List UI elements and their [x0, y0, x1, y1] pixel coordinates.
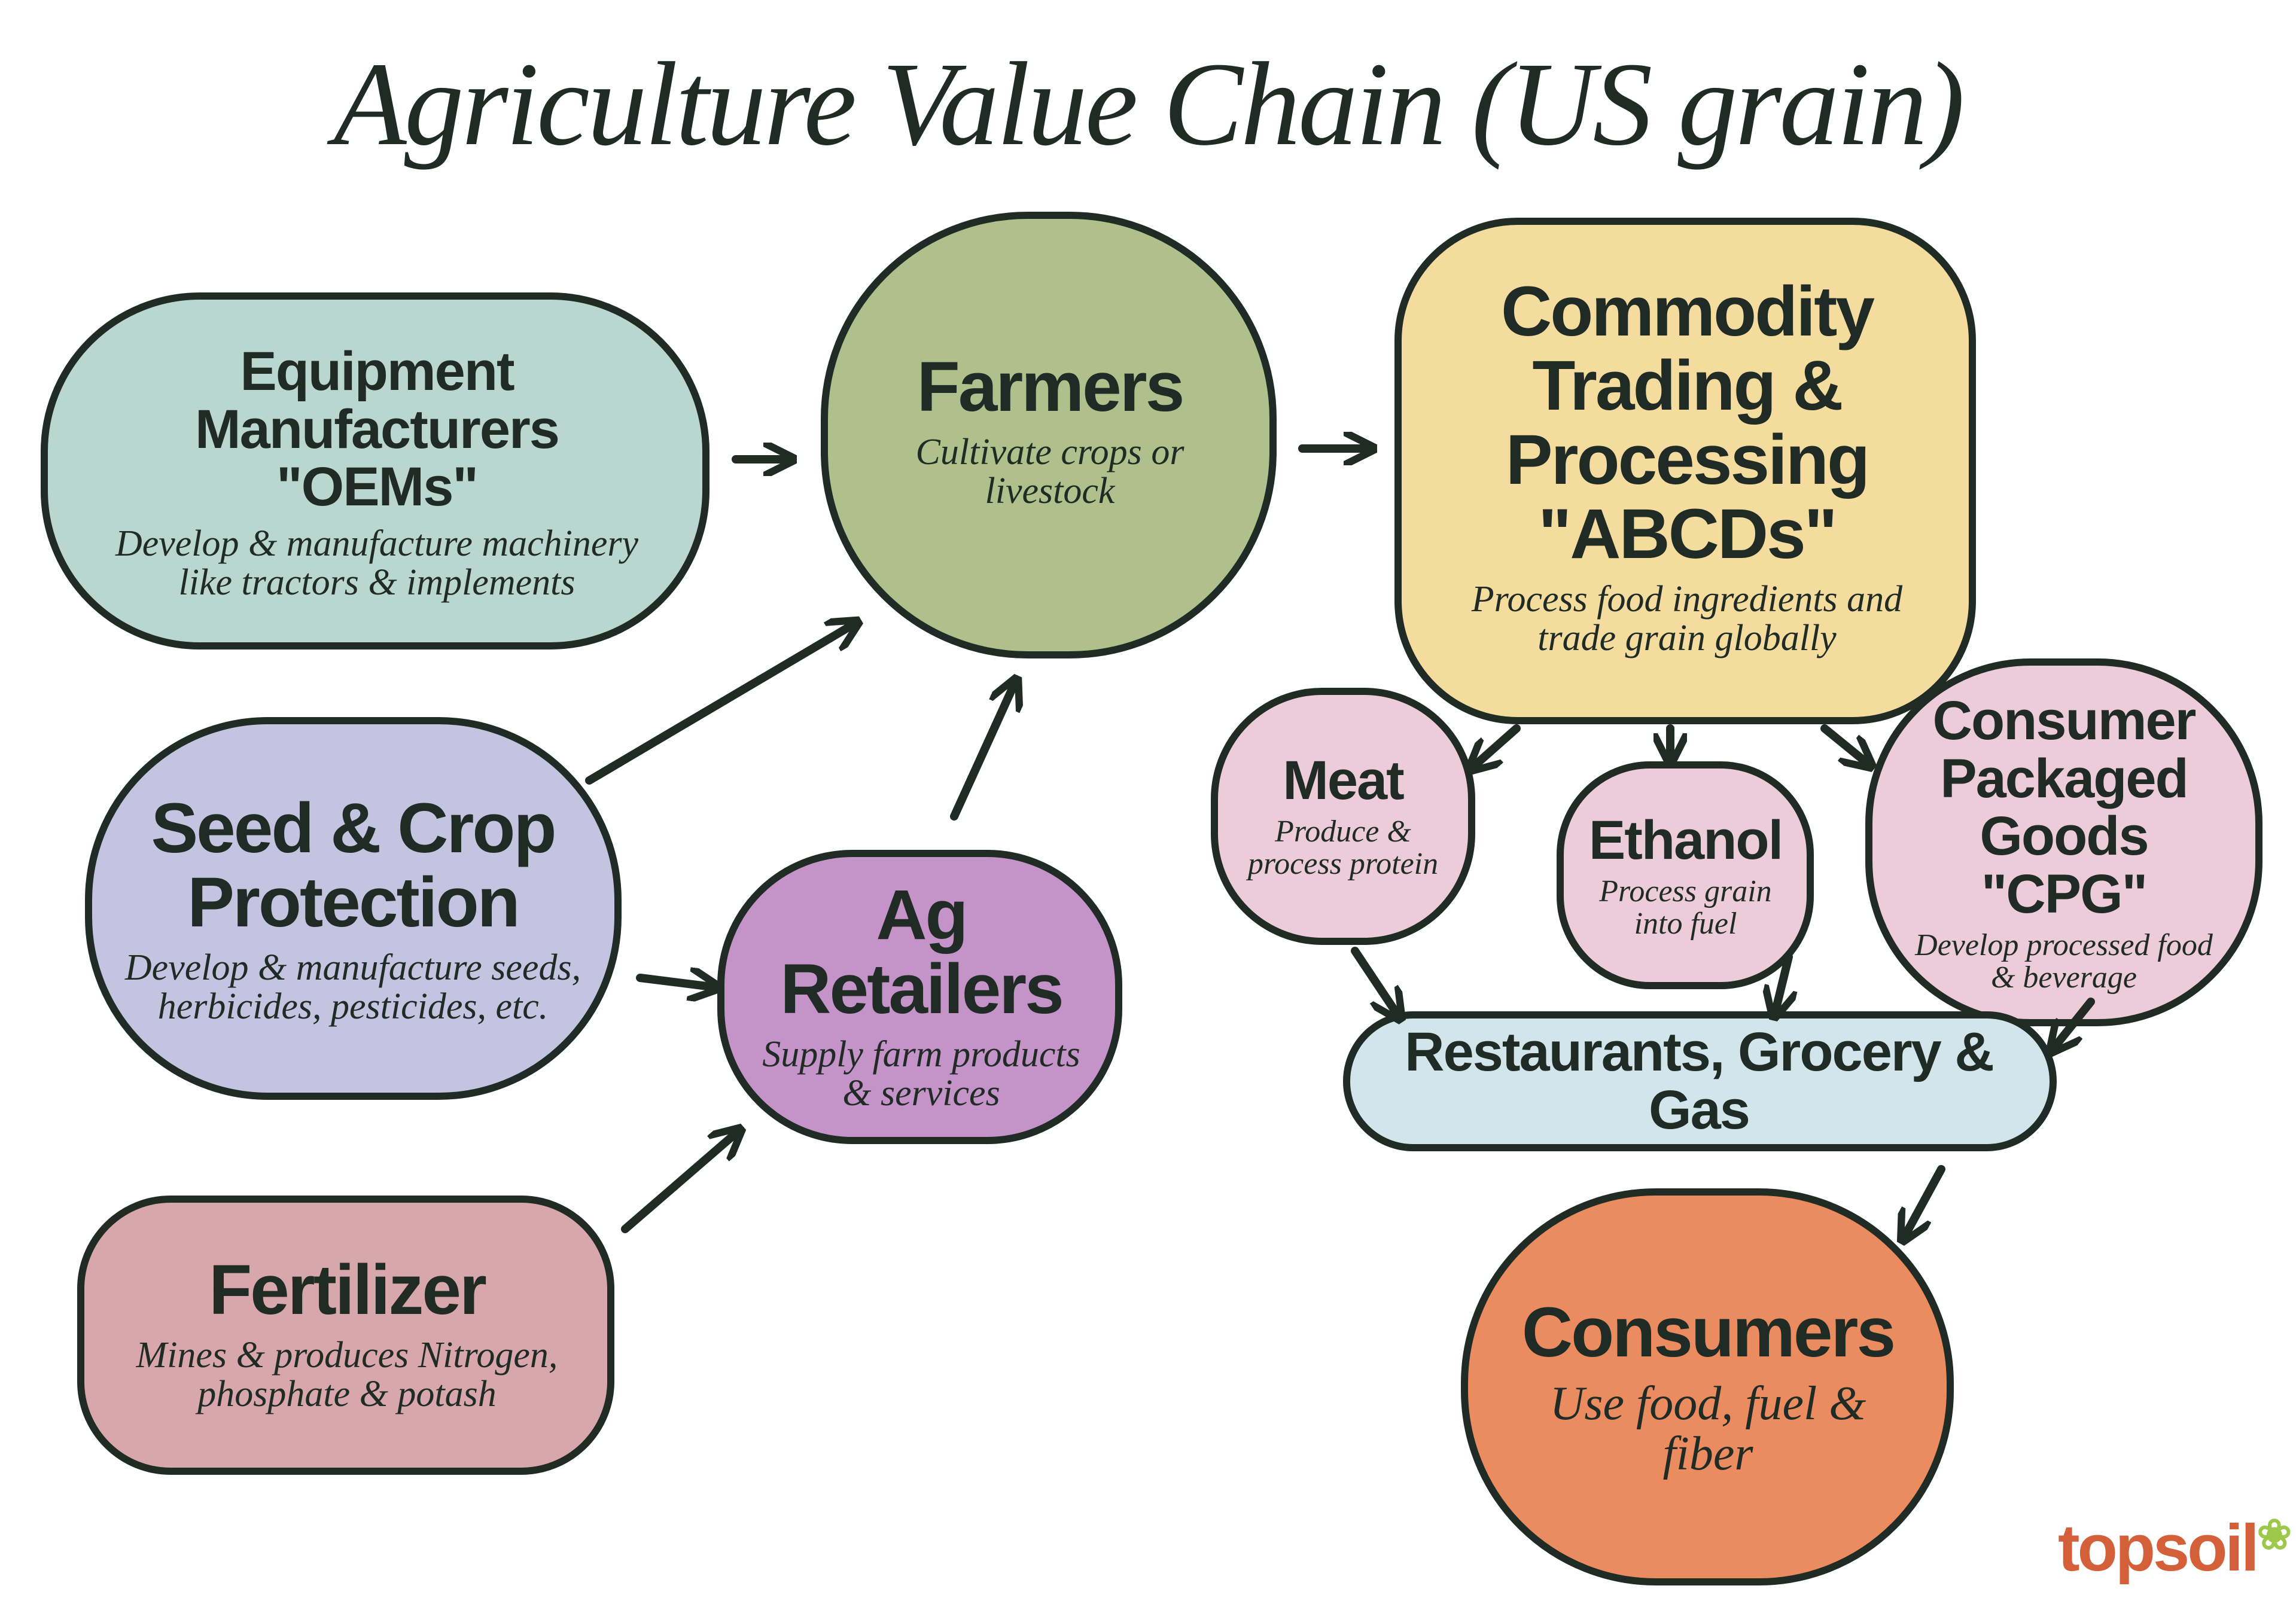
node-equipment: Equipment Manufacturers "OEMs" Develop &… [72, 311, 682, 634]
node-description: Supply farm products & services [762, 1033, 1080, 1114]
node-meat-shape [1211, 688, 1475, 945]
arrow-fertilizer-to-agretailers [621, 1133, 736, 1233]
node-subtitle: "OEMs" [276, 456, 479, 518]
node-fertilizer: Fertilizer Mines & produces Nitrogen, ph… [102, 1208, 592, 1459]
node-equipment-shape [41, 292, 709, 649]
node-title: Commodity Trading & Processing [1501, 272, 1875, 499]
node-title: Consumer Packaged Goods [1932, 690, 2197, 867]
arrow-meat-to-restaurants [1351, 947, 1397, 1014]
node-commodity-shape [1394, 218, 1976, 724]
node-description: Develop & manufacture machinery like tra… [115, 523, 639, 603]
node-agretailers: Ag Retailers Supply farm products & serv… [736, 867, 1107, 1124]
node-consumers: Consumers Use food, fuel & fiber [1490, 1214, 1926, 1561]
node-restaurants: Restaurants, Grocery & Gas [1352, 1020, 2046, 1142]
node-description: Develop & manufacture seeds, herbicides,… [124, 947, 581, 1027]
node-description: Process food ingredients and trade grain… [1471, 578, 1903, 658]
arrow-commodity-to-meat [1475, 724, 1521, 766]
sprout-icon: ❀ [2257, 1511, 2292, 1558]
node-subtitle: "CPG" [1981, 864, 2148, 925]
node-commodity: Commodity Trading & Processing "ABCDs" P… [1424, 239, 1950, 694]
node-description: Process grain into fuel [1599, 874, 1772, 941]
node-meat: Meat Produce & process protein [1226, 706, 1460, 927]
arrow-seed-to-farmers [585, 625, 852, 785]
arrow-agretailers-to-farmers [950, 685, 1014, 821]
node-title: Ag Retailers [780, 876, 1064, 1029]
arrow-commodity-to-cpg [1820, 724, 1866, 763]
node-restaurants-shape [1343, 1011, 2057, 1151]
arrow-seed-to-agretailers [636, 978, 712, 987]
node-title: Restaurants, Grocery & Gas [1405, 1021, 1994, 1141]
node-description: Use food, fuel & fiber [1549, 1377, 1866, 1480]
topsoil-logo: topsoil❀ [2058, 1510, 2292, 1586]
node-title: Meat [1283, 750, 1405, 812]
logo-text: topsoil [2058, 1511, 2260, 1585]
node-title: Equipment Manufacturers [195, 341, 560, 460]
node-consumers-shape [1461, 1188, 1954, 1585]
arrow-restaurants-to-consumers [1905, 1165, 1945, 1235]
node-subtitle: "ABCDs" [1538, 494, 1837, 574]
node-title: Consumers [1521, 1293, 1896, 1373]
node-title: Fertilizer [209, 1250, 487, 1329]
node-ethanol: Ethanol Process grain into fuel [1570, 774, 1801, 978]
diagram-title: Agriculture Value Chain (US grain) [333, 38, 1965, 170]
node-description: Develop processed food & beverage [1915, 928, 2213, 995]
arrow-ethanol-to-restaurants [1776, 953, 1789, 1011]
arrow-cpg-to-restaurants [2055, 998, 2095, 1047]
node-seed-shape [85, 717, 622, 1100]
node-title: Seed & Crop Protection [151, 789, 556, 942]
node-fertilizer-shape [77, 1196, 614, 1475]
node-description: Produce & process protein [1247, 814, 1439, 882]
node-title: Farmers [916, 347, 1185, 426]
node-cpg: Consumer Packaged Goods "CPG" Develop pr… [1884, 676, 2243, 1011]
node-farmers: Farmers Cultivate crops or livestock [849, 251, 1250, 610]
node-seed: Seed & Crop Protection Develop & manufac… [108, 742, 598, 1077]
node-description: Cultivate crops or livestock [915, 431, 1184, 511]
node-title: Ethanol [1588, 810, 1783, 871]
node-farmers-shape [821, 212, 1277, 658]
node-description: Mines & produces Nitrogen, phosphate & p… [136, 1334, 558, 1414]
